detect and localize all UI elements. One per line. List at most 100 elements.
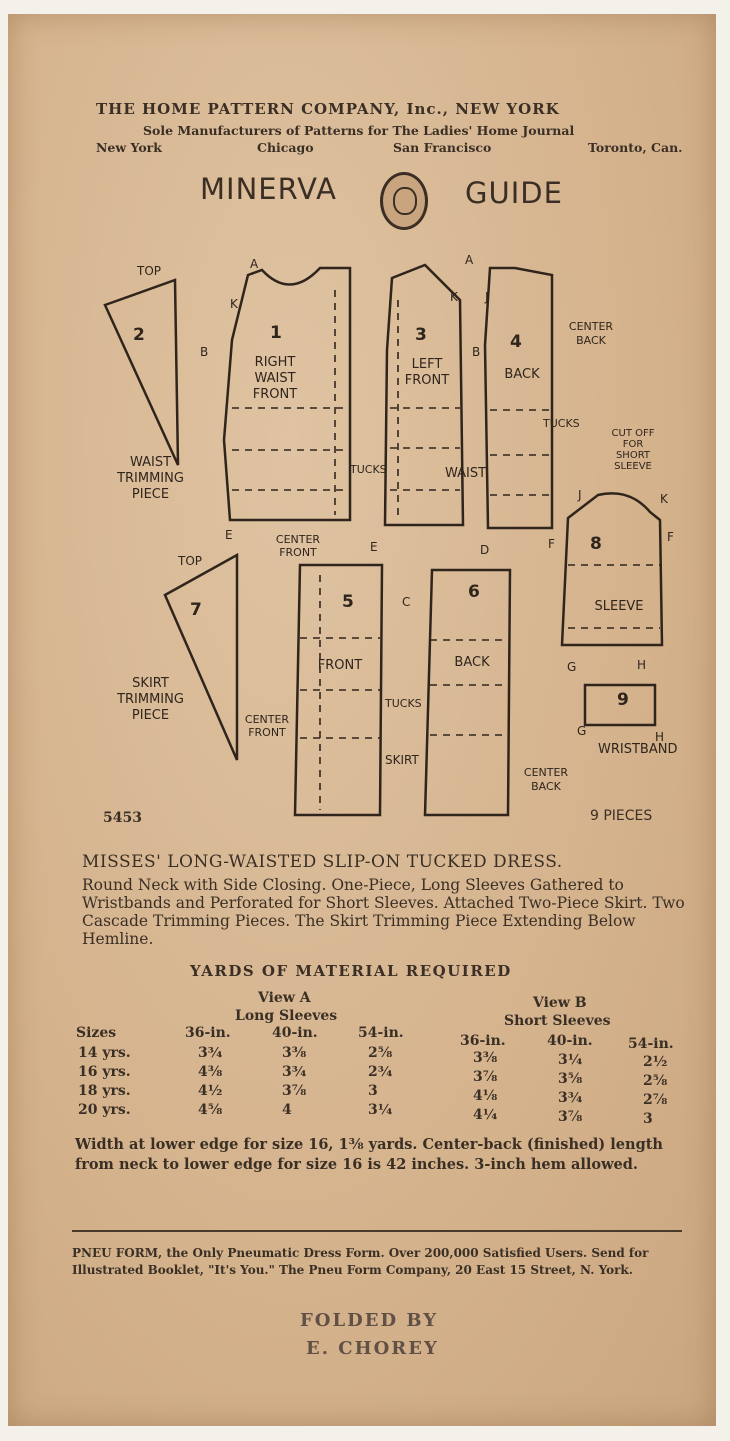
piece-4-number: 4 <box>510 332 522 352</box>
company-name: THE HOME PATTERN COMPANY, Inc., NEW YORK <box>96 100 560 118</box>
city-toronto: Toronto, Can. <box>588 140 683 155</box>
cell: 3⅞ <box>282 1083 307 1099</box>
view-b-subtitle: Short Sleeves <box>504 1013 611 1029</box>
top-label-2: TOP <box>178 554 203 568</box>
center-back-label: CENTER BACK <box>568 320 614 347</box>
width-header-b-36: 36-in. <box>460 1033 506 1049</box>
letter-h-1: H <box>637 658 647 672</box>
piece-6-number: 6 <box>468 582 480 602</box>
center-back-label-2: CENTER BACK <box>523 766 569 793</box>
cell: 2¾ <box>368 1064 393 1080</box>
cell: 4⅝ <box>198 1102 223 1118</box>
size-20: 20 yrs. <box>78 1102 131 1118</box>
tucks-label-2: TUCKS <box>350 463 387 476</box>
cell: 4 <box>282 1102 292 1118</box>
waist-trimming-label: WAIST TRIMMING PIECE <box>117 455 184 502</box>
cell: 4½ <box>198 1083 223 1099</box>
center-front-label: CENTER FRONT <box>275 533 321 559</box>
width-header-b-40: 40-in. <box>547 1033 593 1049</box>
letter-k-1: K <box>230 297 238 311</box>
cell: 3⅞ <box>558 1109 583 1125</box>
divider <box>72 1230 682 1232</box>
letter-b-1: B <box>200 345 209 359</box>
piece-2-number: 2 <box>133 325 145 345</box>
piece-2-outline <box>103 278 180 466</box>
letter-f-2: F <box>667 530 674 544</box>
cell: 3¼ <box>558 1052 583 1068</box>
view-a-subtitle: Long Sleeves <box>235 1008 338 1024</box>
cell: 2½ <box>643 1054 668 1070</box>
yardage-title: YARDS OF MATERIAL REQUIRED <box>190 962 512 980</box>
tucks-label-1: TUCKS <box>543 417 580 430</box>
guide-title-right: GUIDE <box>465 176 563 210</box>
pattern-number: 5453 <box>103 810 142 826</box>
skirt-label: SKIRT <box>385 753 419 767</box>
pattern-envelope <box>8 14 716 1426</box>
cell: 3 <box>368 1083 378 1099</box>
cell: 2⅝ <box>368 1045 393 1061</box>
piece-6-outline <box>423 568 512 817</box>
letter-b-2: B <box>472 345 481 359</box>
cell: 4⅛ <box>473 1088 498 1104</box>
top-label: TOP <box>137 264 162 278</box>
piece-7-number: 7 <box>190 600 202 620</box>
piece-3-outline <box>383 263 465 527</box>
cell: 3¾ <box>282 1064 307 1080</box>
city-san-francisco: San Francisco <box>393 140 492 155</box>
letter-c: C <box>402 595 411 609</box>
stamp-line-1: FOLDED BY <box>300 1310 439 1331</box>
center-front-label-2: CENTER FRONT <box>244 713 290 739</box>
letter-j-1: J <box>485 290 489 304</box>
view-b-title: View B <box>533 995 587 1011</box>
sizes-label: Sizes <box>76 1025 117 1041</box>
cell: 3¾ <box>198 1045 223 1061</box>
piece-9-outline <box>583 683 657 727</box>
piece-7-outline <box>163 552 239 761</box>
size-notes: Width at lower edge for size 16, 1⅜ yard… <box>75 1136 663 1173</box>
size-16: 16 yrs. <box>78 1064 131 1080</box>
cell: 3¾ <box>558 1090 583 1106</box>
piece-5-outline <box>293 563 384 817</box>
width-header-a-54: 54-in. <box>358 1025 404 1041</box>
skirt-trimming-label: SKIRT TRIMMING PIECE <box>117 676 184 723</box>
letter-e-1: E <box>225 528 233 542</box>
tagline: Sole Manufacturers of Patterns for The L… <box>143 123 575 138</box>
piece-1-outline <box>222 266 352 522</box>
piece-1-number: 1 <box>270 323 282 343</box>
letter-k-2: K <box>450 290 458 304</box>
piece-5-name: FRONT <box>317 658 363 673</box>
description-body: Round Neck with Side Closing. One-Piece,… <box>82 876 685 948</box>
wristband-label: WRISTBAND <box>598 742 678 757</box>
piece-4-outline <box>483 266 554 530</box>
piece-3-number: 3 <box>415 325 427 345</box>
cell: 3⅞ <box>473 1069 498 1085</box>
letter-a-2: A <box>465 253 474 267</box>
letter-j-2: J <box>578 488 582 502</box>
city-new-york: New York <box>96 140 162 155</box>
piece-9-number: 9 <box>617 690 629 710</box>
letter-a-1: A <box>250 257 259 271</box>
letter-f-1: F <box>548 537 555 551</box>
width-header-b-54: 54-in. <box>628 1036 674 1052</box>
minerva-logo-icon <box>380 172 428 230</box>
cell: 3⅝ <box>558 1071 583 1087</box>
waist-label: WAIST <box>445 466 487 481</box>
piece-5-number: 5 <box>342 592 354 612</box>
letter-d: D <box>480 543 490 557</box>
letter-h-2: H <box>655 730 665 744</box>
city-chicago: Chicago <box>257 140 314 155</box>
cell: 3⅜ <box>473 1050 498 1066</box>
piece-6-name: BACK <box>454 655 490 670</box>
piece-8-number: 8 <box>590 534 602 554</box>
cell: 2⅞ <box>643 1092 668 1108</box>
description-title: MISSES' LONG-WAISTED SLIP-ON TUCKED DRES… <box>82 852 563 872</box>
pieces-count: 9 PIECES <box>590 808 653 824</box>
cell: 3 <box>643 1111 653 1127</box>
cell: 2⅝ <box>643 1073 668 1089</box>
view-a-title: View A <box>258 990 311 1006</box>
guide-title-left: MINERVA <box>200 172 337 206</box>
piece-3-name: LEFT FRONT <box>404 357 450 388</box>
cut-off-label: CUT OFF FOR SHORT SLEEVE <box>611 428 655 472</box>
letter-g-2: G <box>577 724 587 738</box>
tucks-label-3: TUCKS <box>385 697 422 710</box>
